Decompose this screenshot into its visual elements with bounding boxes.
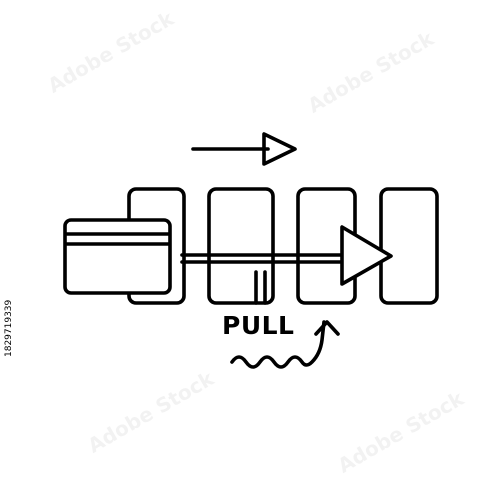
slot-panels [127,187,439,305]
pull-label: PULL [222,311,295,340]
top-direction-arrow-icon [191,132,297,166]
credit-card-icon [63,218,172,295]
slot-notch [254,270,267,305]
main-direction-arrow-icon [180,225,393,286]
slot-panel-2 [207,187,275,305]
pull-wave-arrow-icon [230,320,340,369]
stock-id-label: 1829719339 [4,300,14,358]
slot-panel-4 [379,187,439,305]
